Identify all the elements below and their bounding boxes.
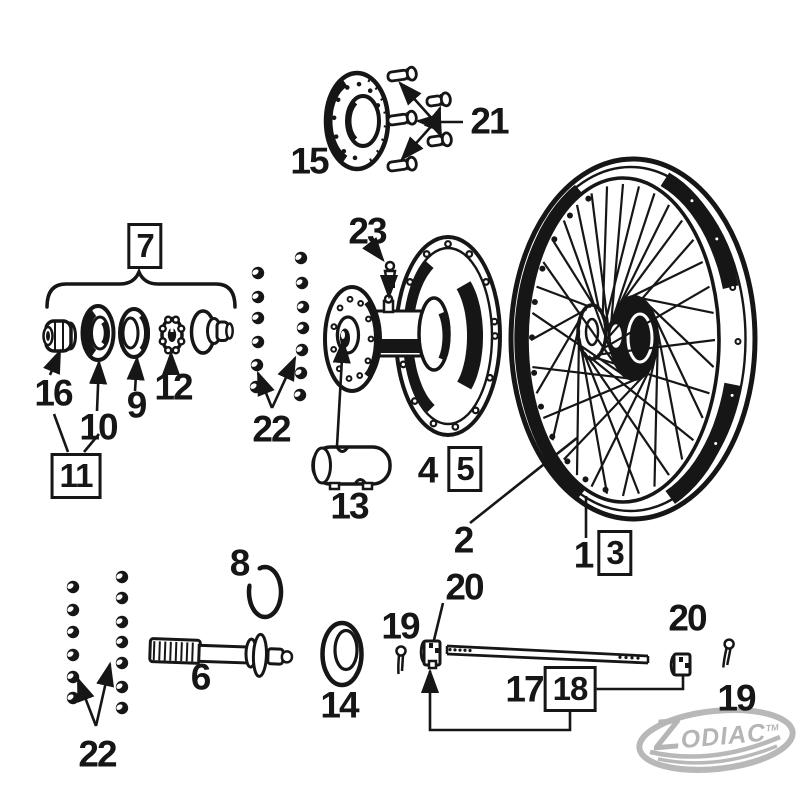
part-seal-14 (320, 620, 364, 688)
callout-21: 21 (470, 100, 509, 142)
rod-assembly-17-18 (395, 638, 735, 677)
callout-18-boxed: 18 (543, 666, 597, 712)
callout-19-right: 19 (717, 677, 756, 719)
zodiac-logo-art (636, 707, 796, 773)
wheel-1-2-3 (508, 156, 758, 522)
callout-12: 12 (154, 366, 193, 408)
bolt-set-21 (386, 65, 453, 173)
part-castle-nut-20-right (669, 652, 692, 677)
callout-3-boxed: 3 (597, 530, 633, 576)
part-spacer-13 (311, 445, 392, 491)
callout-2: 2 (453, 519, 475, 561)
wheel-spokes-2 (530, 183, 716, 497)
bearing-balls-22 (66, 251, 310, 715)
callout-19-left: 19 (381, 605, 420, 647)
callout-1: 1 (573, 534, 595, 576)
callout-23: 23 (348, 210, 387, 252)
callout-16: 16 (34, 372, 73, 414)
part-cone-spacer (189, 309, 234, 355)
zodiac-logo-z: Z (651, 709, 683, 761)
callout-8: 8 (229, 542, 251, 584)
callout-20-left: 20 (445, 566, 484, 608)
hub-assembly-4-5 (323, 235, 502, 437)
leader-lines (43, 81, 685, 732)
callout-6: 6 (190, 656, 212, 698)
callout-20-right: 20 (668, 597, 707, 639)
callout-11-boxed: 11 (50, 453, 102, 499)
part-cotter-pin-19-right (722, 638, 735, 668)
callout-22-middle: 22 (252, 408, 291, 450)
part-nut-16 (42, 319, 77, 353)
zodiac-logo-text: ODIAC (679, 718, 768, 755)
callout-10: 10 (79, 406, 118, 448)
zodiac-logo-tm: TM (765, 722, 780, 734)
callout-17: 17 (505, 668, 544, 710)
part-castle-nut-20-left (419, 639, 442, 670)
callout-5-boxed: 5 (447, 446, 483, 492)
callout-15: 15 (290, 140, 329, 182)
callout-22-bottom: 22 (78, 733, 117, 775)
part-axle-6 (148, 632, 294, 678)
callout-13: 13 (330, 485, 369, 527)
part-cotter-pin-19-left (395, 645, 407, 675)
callout-4: 4 (417, 449, 439, 491)
callout-7-boxed: 7 (127, 223, 163, 269)
callout-14: 14 (320, 684, 359, 726)
callout-9: 9 (126, 384, 148, 426)
group-brace-7 (45, 267, 237, 309)
part-hub-cover-15 (323, 70, 391, 172)
